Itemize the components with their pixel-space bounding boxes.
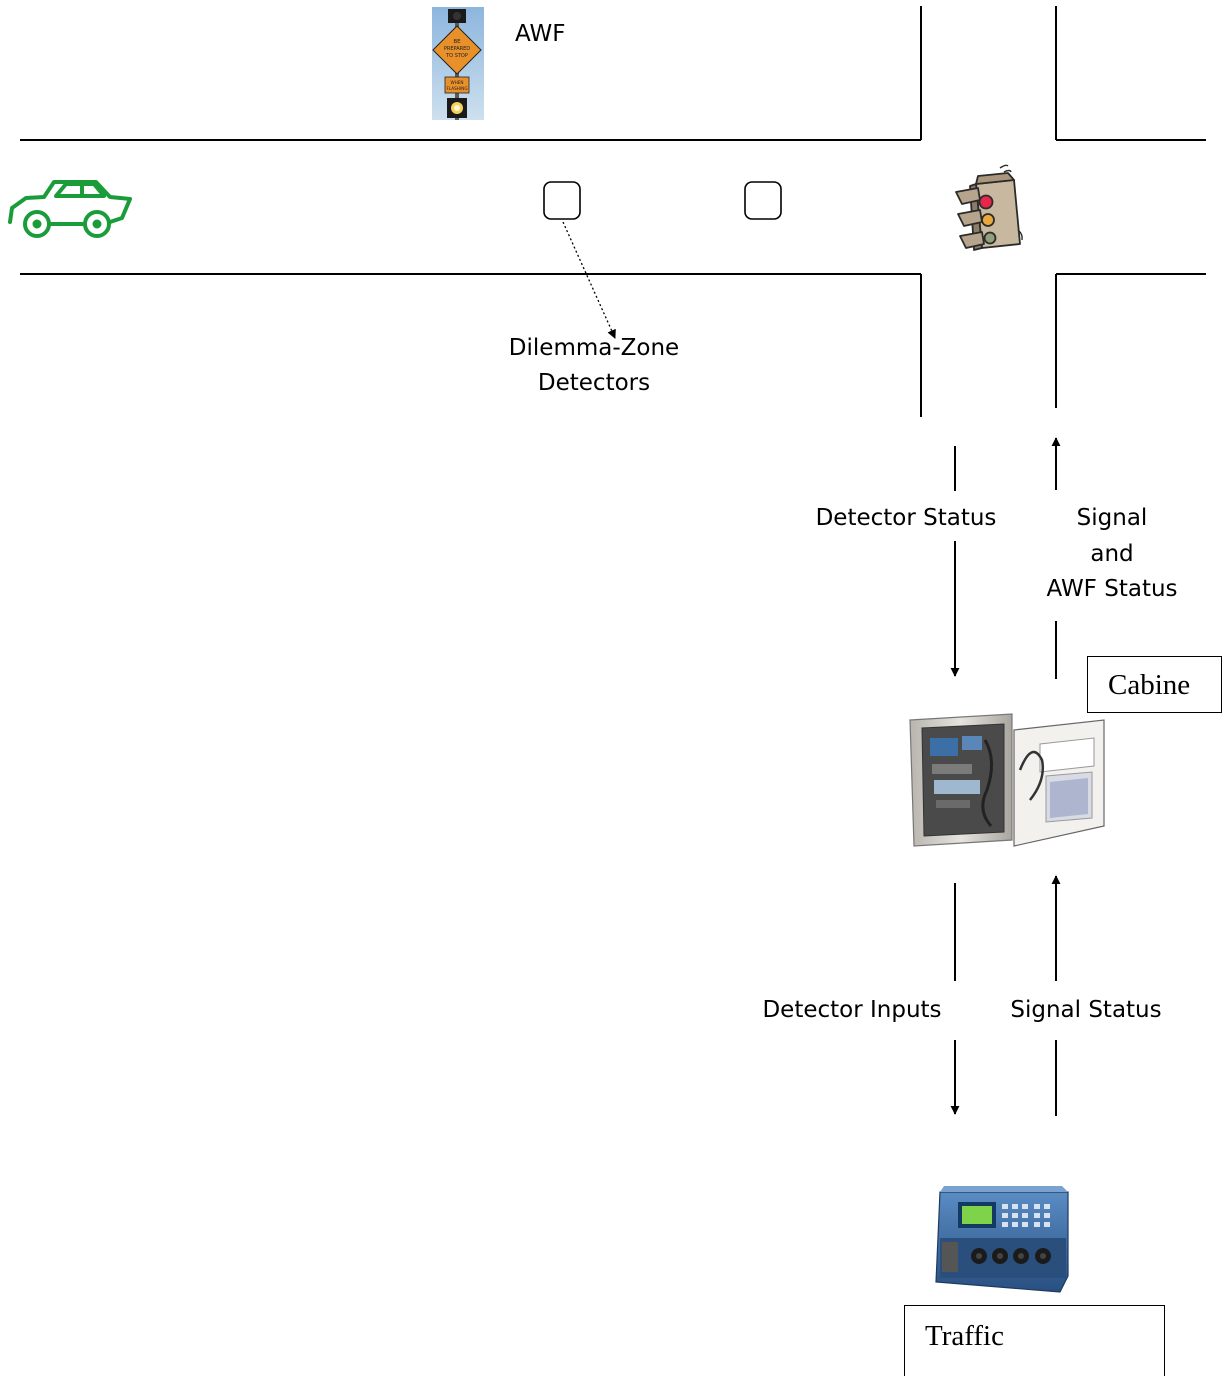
sign-plate-line2: FLASHING [446, 86, 467, 91]
detector-loop-2 [744, 181, 782, 220]
traffic-label-box: Traffic [904, 1305, 1165, 1376]
traffic-signal-icon [955, 164, 1023, 251]
traffic-controller-icon [935, 1186, 1069, 1293]
traffic-label: Traffic [925, 1320, 1004, 1352]
flow-arrows [950, 437, 1061, 1116]
detectors-label: Detectors [537, 370, 651, 396]
awf-label: AWF [515, 21, 566, 47]
road-edges [20, 6, 1206, 417]
car-icon [8, 180, 132, 238]
sign-plate-line1: WHEN [450, 80, 463, 85]
signal-label: Signal [1076, 505, 1148, 531]
and-label: and [1090, 541, 1134, 567]
detector-pointer-arrow [562, 221, 616, 339]
detector-inputs-label: Detector Inputs [762, 997, 942, 1023]
cabinet-label: Cabine [1108, 669, 1191, 701]
sign-text-line1: BE [453, 39, 461, 45]
cabinet-label-box: Cabine [1087, 656, 1222, 713]
detector-loop-1 [543, 181, 581, 220]
awf-status-label: AWF Status [1046, 576, 1178, 602]
detector-status-label: Detector Status [815, 505, 997, 531]
cabinet-icon [909, 713, 1105, 847]
sign-text-line3: TO STOP [445, 53, 468, 59]
sign-text-line2: PREPARED [444, 46, 470, 52]
dilemma-zone-label: Dilemma-Zone [508, 335, 680, 361]
signal-status-label: Signal Status [1010, 997, 1162, 1023]
awf-sign-icon: BE PREPARED TO STOP WHEN FLASHING [432, 7, 484, 120]
